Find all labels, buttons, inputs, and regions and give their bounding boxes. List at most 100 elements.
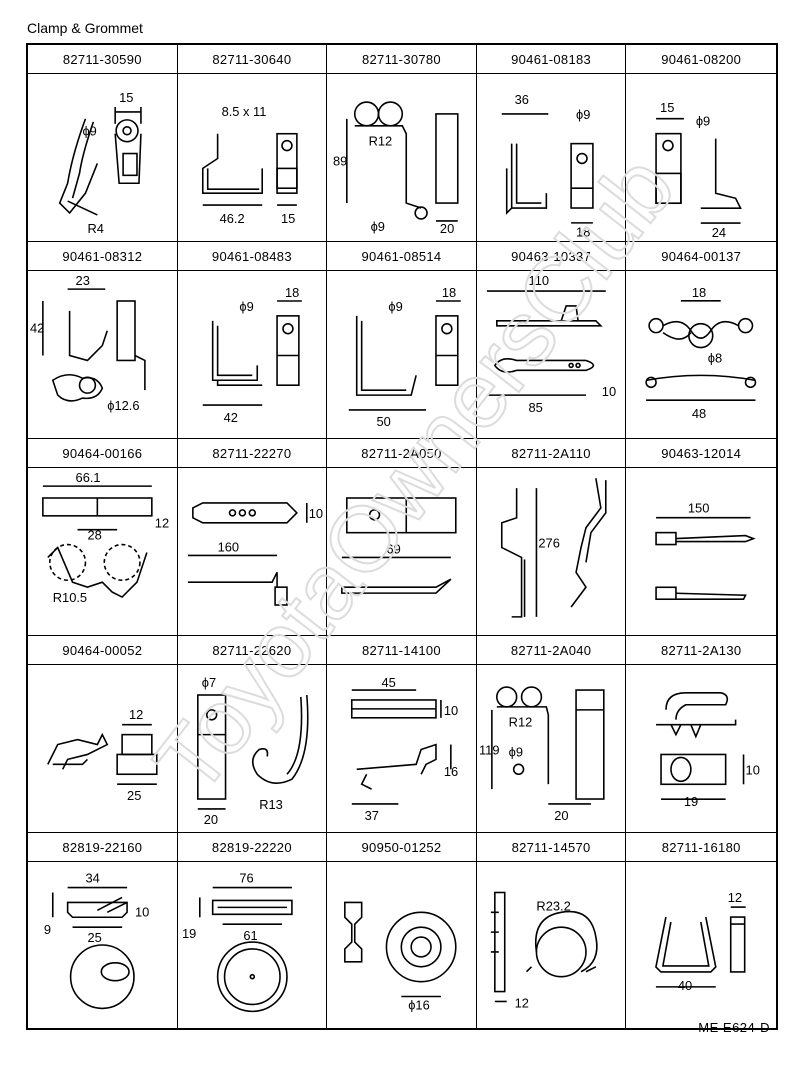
grid-row: 82711-30590 15 ϕ9 R4 82711-30640 (28, 45, 776, 242)
part-number: 82711-2A110 (476, 439, 626, 468)
part-number: 82711-22620 (177, 636, 327, 665)
clamp-drawing: 12 25 (47, 707, 158, 803)
clamp-drawing: 10 19 (656, 692, 760, 809)
part-cell: 90461-08483 ϕ9 18 42 (177, 242, 328, 439)
part-number: 90464-00052 (28, 636, 177, 665)
part-cell: 90464-00166 66.1 28 12 R10.5 (28, 439, 178, 636)
clamp-drawing: 23 42 ϕ12.6 (30, 273, 146, 413)
dim-label: 48 (692, 406, 706, 421)
parts-grid: 82711-30590 15 ϕ9 R4 82711-30640 (26, 43, 778, 1030)
clamp-drawing: 45 10 16 37 (351, 675, 458, 823)
dim-label: 20 (554, 808, 568, 823)
grommet-drawing: 76 19 61 (182, 871, 293, 1013)
dim-label: ϕ9 (389, 299, 403, 314)
part-cell: 82711-2A050 69 (327, 439, 477, 636)
dim-label: 12 (129, 707, 143, 722)
dim-label: 16 (444, 764, 458, 779)
dim-label: 110 (528, 273, 549, 288)
part-cell: 90464-00137 18 ϕ8 48 (626, 242, 776, 439)
dim-label: 18 (576, 225, 590, 240)
dim-label: 12 (155, 516, 169, 531)
part-drawing: R12 89 ϕ9 20 (327, 74, 476, 241)
part-number: 82819-22160 (28, 833, 177, 862)
part-cell: 82819-22160 34 10 9 25 (28, 833, 178, 1028)
part-drawing: R12 119 ϕ9 20 (477, 665, 626, 832)
dim-label: ϕ9 (371, 219, 385, 234)
part-cell: 90461-08200 15 ϕ9 24 (626, 45, 776, 242)
part-drawing: 150 (626, 468, 776, 635)
dim-label: 20 (440, 221, 454, 236)
dim-label: 160 (217, 540, 238, 555)
dim-label: ϕ12.6 (107, 398, 139, 413)
part-cell: 82711-2A130 10 19 (626, 636, 776, 833)
dim-label: 18 (285, 285, 299, 300)
part-number: 82711-14570 (476, 833, 626, 862)
part-cell: 82711-30640 8.5 x 11 46.2 15 (177, 45, 328, 242)
part-drawing: 110 85 10 (477, 271, 626, 438)
clamp-drawing: ϕ7 20 R13 (196, 675, 309, 827)
clamp-drawing: 150 (655, 501, 757, 601)
document-code: ME E624-D (698, 1020, 770, 1035)
part-drawing: R23.2 12 (477, 862, 626, 1028)
dim-label: 34 (85, 871, 99, 886)
part-drawing: ϕ9 18 50 (327, 271, 476, 438)
clamp-drawing: 110 85 10 (486, 273, 616, 415)
dim-label: 12 (728, 890, 742, 905)
dim-label: 25 (87, 930, 101, 945)
part-drawing: ϕ16 (327, 862, 476, 1028)
dim-label: 10 (135, 904, 149, 919)
dim-label: 15 (119, 90, 133, 105)
part-number: 90464-00137 (626, 242, 776, 271)
grid-row: 82819-22160 34 10 9 25 82819-22220 (28, 833, 776, 1028)
dim-label: R12 (369, 134, 393, 149)
dim-label: R4 (87, 221, 103, 236)
part-drawing: 23 42 ϕ12.6 (28, 271, 177, 438)
dim-label: 19 (684, 794, 698, 809)
part-cell: 90461-08514 ϕ9 18 50 (327, 242, 477, 439)
part-number: 82711-30640 (177, 45, 327, 74)
dim-label: R10.5 (53, 590, 87, 605)
part-cell: 90461-08183 36 ϕ9 18 (476, 45, 627, 242)
clamp-drawing: 15 ϕ9 R4 (58, 90, 142, 236)
dim-label: 28 (87, 528, 101, 543)
grid-row: 90461-08312 23 42 ϕ12.6 90461-08483 (28, 242, 776, 439)
dim-label: 276 (538, 536, 559, 551)
part-cell: 82711-22270 10 160 (177, 439, 328, 636)
part-drawing: ϕ9 18 42 (178, 271, 327, 438)
dim-label: 45 (382, 675, 396, 690)
part-cell: 90950-01252 ϕ16 (327, 833, 477, 1028)
dim-label: R13 (259, 797, 283, 812)
dim-label: 12 (514, 995, 528, 1010)
part-cell: 90463-10337 110 85 10 (476, 242, 627, 439)
clamp-drawing: R23.2 12 (490, 891, 598, 1010)
dim-label: R23.2 (536, 898, 570, 913)
part-number: 82711-2A040 (476, 636, 626, 665)
part-number: 90463-10337 (476, 242, 626, 271)
clamp-drawing: 15 ϕ9 24 (655, 100, 743, 240)
dim-label: 76 (239, 871, 253, 886)
part-number: 90461-08200 (626, 45, 776, 74)
dim-label: 18 (442, 285, 456, 300)
dim-label: R12 (508, 715, 532, 730)
dim-label: 10 (746, 762, 760, 777)
dim-label: 9 (44, 922, 51, 937)
dim-label: 24 (712, 225, 726, 240)
clamp-drawing: 36 ϕ9 18 (501, 92, 594, 240)
dim-label: ϕ9 (239, 299, 253, 314)
grid-row: 90464-00166 66.1 28 12 R10.5 82711-22270 (28, 439, 776, 636)
dim-label: ϕ9 (82, 124, 96, 139)
dim-label: 69 (387, 541, 401, 556)
clamp-drawing: 8.5 x 11 46.2 15 (201, 104, 298, 226)
part-cell: 82711-14100 45 10 16 37 (327, 636, 477, 833)
dim-label: 15 (660, 100, 674, 115)
part-drawing: 15 ϕ9 24 (626, 74, 776, 241)
part-number: 82819-22220 (177, 833, 327, 862)
grid-row: 90464-00052 12 25 82711-22620 (28, 636, 776, 833)
part-drawing: 36 ϕ9 18 (477, 74, 626, 241)
dim-label: 42 (223, 410, 237, 425)
dim-label: 46.2 (219, 211, 244, 226)
part-number: 90461-08183 (476, 45, 626, 74)
dim-label: 10 (444, 703, 458, 718)
dim-label: ϕ16 (408, 997, 430, 1012)
part-number: 82711-2A050 (327, 439, 476, 468)
